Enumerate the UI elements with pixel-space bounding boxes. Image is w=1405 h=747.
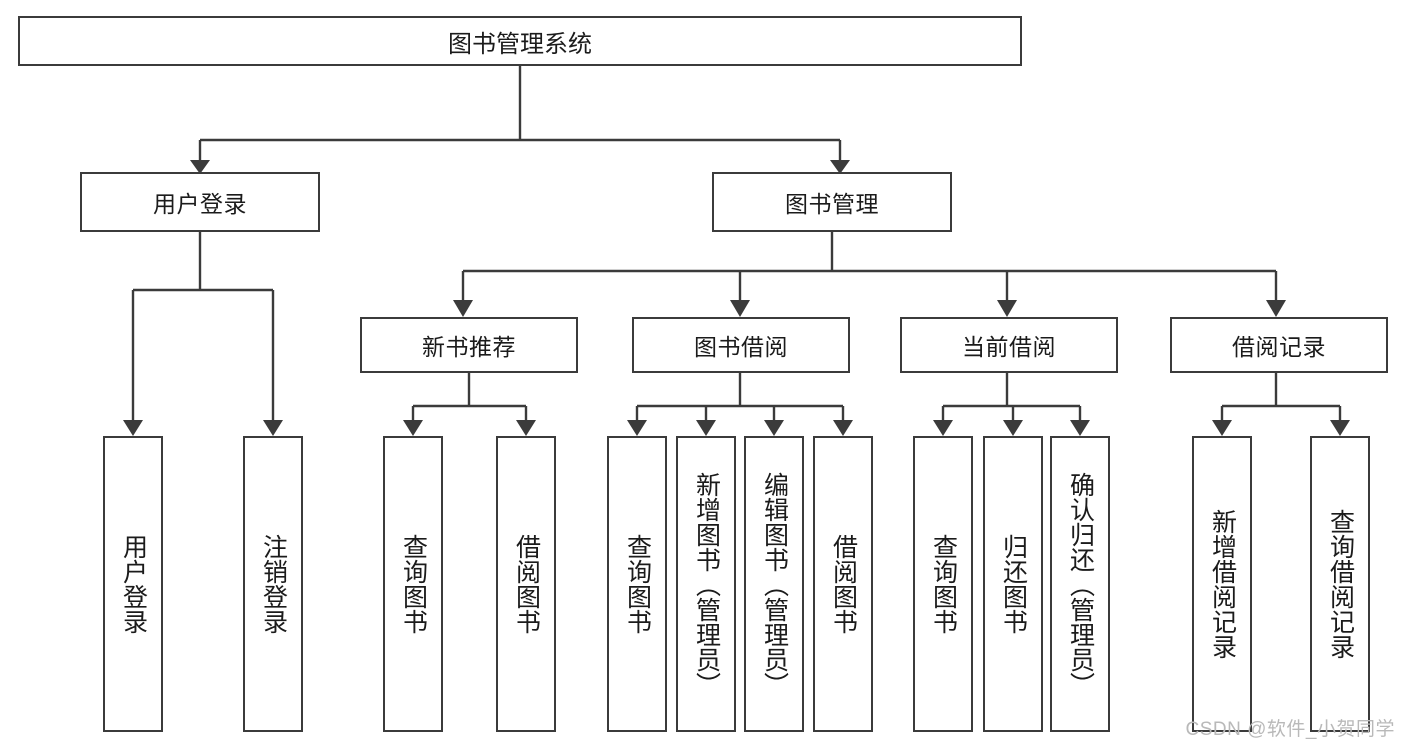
leaf-label: 编辑图书（管理员） [760,471,789,697]
leaf-label: 用户登录 [119,534,148,634]
leaf-label: 借阅图书 [829,534,858,634]
node-label: 图书管理系统 [448,30,592,58]
leaf-current-return-book[interactable]: 归还图书 [983,436,1043,732]
leaf-label: 新增借阅记录 [1208,509,1237,659]
node-label: 图书借阅 [694,334,788,360]
leaf-user-login-login[interactable]: 用户登录 [103,436,163,732]
leaf-label: 归还图书 [999,534,1028,634]
leaf-label: 查询图书 [929,534,958,634]
leaf-borrow-edit-book-admin[interactable]: 编辑图书（管理员） [744,436,804,732]
node-label: 当前借阅 [962,334,1056,360]
node-root-system[interactable]: 图书管理系统 [18,16,1022,66]
node-borrow-record[interactable]: 借阅记录 [1170,317,1388,373]
leaf-label: 查询图书 [623,534,652,634]
leaf-label: 查询借阅记录 [1326,509,1355,659]
leaf-label: 新增图书（管理员） [692,471,721,697]
node-label: 新书推荐 [422,334,516,360]
node-user-login[interactable]: 用户登录 [80,172,320,232]
leaf-label: 查询图书 [399,534,428,634]
leaf-current-confirm-return-admin[interactable]: 确认归还（管理员） [1050,436,1110,732]
node-book-management[interactable]: 图书管理 [712,172,952,232]
leaf-record-add-record[interactable]: 新增借阅记录 [1192,436,1252,732]
node-label: 借阅记录 [1232,334,1326,360]
leaf-user-login-logout[interactable]: 注销登录 [243,436,303,732]
leaf-borrow-borrow-book[interactable]: 借阅图书 [813,436,873,732]
csdn-watermark: CSDN @软件_小贺同学 [1185,719,1395,740]
node-book-borrow[interactable]: 图书借阅 [632,317,850,373]
leaf-label: 注销登录 [259,534,288,634]
leaf-recommend-borrow-book[interactable]: 借阅图书 [496,436,556,732]
leaf-borrow-add-book-admin[interactable]: 新增图书（管理员） [676,436,736,732]
leaf-record-query-record[interactable]: 查询借阅记录 [1310,436,1370,732]
leaf-borrow-query-book[interactable]: 查询图书 [607,436,667,732]
node-label: 用户登录 [153,191,247,217]
node-new-book-recommend[interactable]: 新书推荐 [360,317,578,373]
node-label: 图书管理 [785,191,879,217]
leaf-label: 确认归还（管理员） [1066,471,1095,697]
node-current-borrow[interactable]: 当前借阅 [900,317,1118,373]
leaf-recommend-query-book[interactable]: 查询图书 [383,436,443,732]
leaf-label: 借阅图书 [512,534,541,634]
leaf-current-query-book[interactable]: 查询图书 [913,436,973,732]
